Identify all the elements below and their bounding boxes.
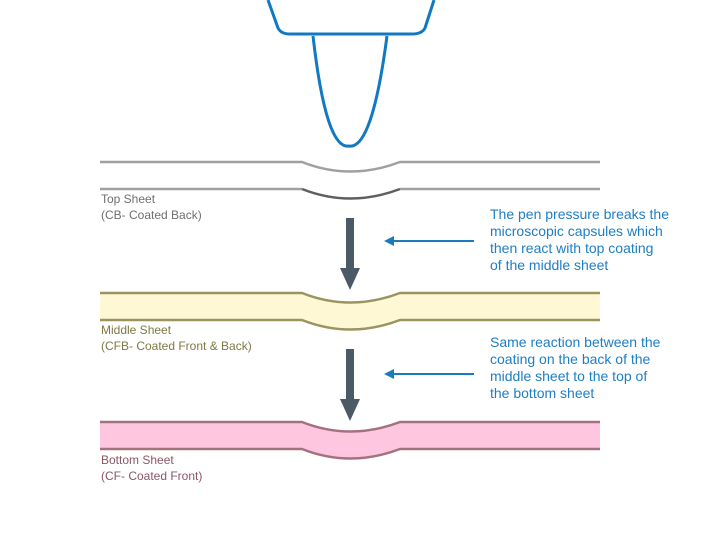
- note-2-line-2: coating on the back of the: [490, 351, 651, 367]
- pen-icon: [266, 0, 436, 148]
- note-1-line-3: then react with top coating: [490, 240, 653, 256]
- top-sheet-back-dip: [301, 187, 401, 200]
- down-arrow-icon: [340, 349, 360, 421]
- note-1-line-2: microscopic capsules which: [490, 223, 663, 239]
- bottom-sheet-subtitle: (CF- Coated Front): [101, 469, 202, 483]
- note-2-line-3: middle sheet to the top of: [490, 368, 647, 384]
- note-1-line-4: of the middle sheet: [490, 257, 608, 273]
- note-2-line-1: Same reaction between the: [490, 334, 661, 350]
- down-arrow-icon: [340, 218, 360, 290]
- middle-sheet-subtitle: (CFB- Coated Front & Back): [101, 339, 252, 353]
- top-sheet-subtitle: (CB- Coated Back): [101, 208, 202, 222]
- left-arrow-icon: [384, 369, 474, 379]
- bottom-sheet: [100, 420, 600, 460]
- note-1-line-1: The pen pressure breaks the: [490, 206, 669, 222]
- top-sheet: [100, 160, 600, 200]
- bottom-sheet-title: Bottom Sheet: [101, 453, 174, 467]
- top-sheet-front-line: [100, 160, 600, 173]
- top-sheet-title: Top Sheet: [101, 192, 156, 206]
- note-2-line-4: the bottom sheet: [490, 385, 594, 401]
- middle-sheet: [100, 291, 600, 331]
- middle-sheet-title: Middle Sheet: [101, 323, 172, 337]
- left-arrow-icon: [384, 236, 474, 246]
